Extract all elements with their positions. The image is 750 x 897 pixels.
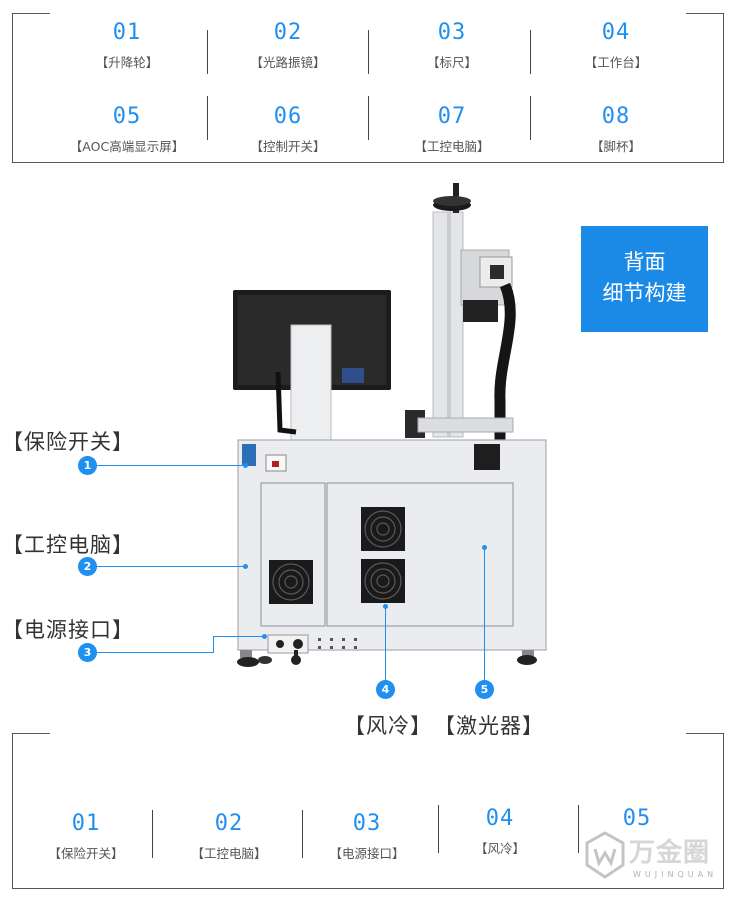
callout-pin — [243, 564, 248, 569]
callout-label-1: 【保险开关】 — [2, 430, 134, 454]
divider — [530, 30, 531, 74]
spec-number: 01 — [71, 811, 101, 836]
divider — [302, 810, 303, 858]
divider — [207, 30, 208, 74]
frame-top-left-tick — [12, 733, 50, 734]
bottom-item-05: 05 — [557, 806, 717, 838]
watermark-subtext: WUJINQUAN — [633, 870, 718, 879]
spec-label: 【脚杯】 — [590, 139, 641, 154]
spec-label: 【风冷】 — [474, 841, 525, 856]
callout-pin — [482, 545, 487, 550]
callout-leader-line — [484, 548, 485, 682]
spec-label: 【工控电脑】 — [191, 846, 267, 861]
bottom-item-03: 03 【电源接口】 — [287, 811, 447, 862]
divider — [438, 805, 439, 853]
spec-label: 【AOC高端显示屏】 — [69, 139, 185, 154]
spec-label: 【工控电脑】 — [414, 139, 490, 154]
divider — [578, 805, 579, 853]
callout-leader-line — [96, 566, 244, 567]
callout-label-2: 【工控电脑】 — [2, 533, 134, 557]
callout-label-4: 【风冷】 — [344, 714, 432, 738]
frame-bottom-border — [12, 162, 724, 163]
spec-item-01: 01 【升降轮】 — [47, 20, 207, 71]
watermark-emblem-icon — [585, 831, 625, 879]
callout-leader-line — [385, 607, 386, 682]
divider — [530, 96, 531, 140]
badge-line-1: 背面 — [623, 250, 666, 274]
callout-marker-1: 1 — [78, 456, 97, 475]
spec-number: 04 — [485, 806, 515, 831]
spec-item-03: 03 【标尺】 — [372, 20, 532, 71]
spec-label: 【标尺】 — [426, 55, 477, 70]
watermark-text: 万金圈 — [629, 838, 711, 868]
spec-label: 【电源接口】 — [329, 846, 405, 861]
spec-item-07: 07 【工控电脑】 — [372, 104, 532, 155]
spec-item-02: 02 【光路振镜】 — [208, 20, 368, 71]
spec-label: 【工作台】 — [584, 55, 648, 70]
callout-pin — [383, 604, 388, 609]
callout-marker-3: 3 — [78, 643, 97, 662]
callout-label-3: 【电源接口】 — [2, 618, 134, 642]
frame-right-border — [723, 13, 724, 163]
callout-pin — [262, 634, 267, 639]
frame-bottom-border — [12, 888, 724, 889]
spec-item-05: 05 【AOC高端显示屏】 — [47, 104, 207, 155]
spec-number: 03 — [352, 811, 382, 836]
spec-number: 01 — [112, 20, 142, 45]
divider — [368, 96, 369, 140]
callout-marker-5: 5 — [475, 680, 494, 699]
bottom-item-01: 01 【保险开关】 — [6, 811, 166, 862]
spec-number: 05 — [622, 806, 652, 831]
callout-leader-line — [96, 652, 214, 653]
spec-label: 【保险开关】 — [48, 846, 124, 861]
frame-top-left-tick — [12, 13, 50, 14]
badge-line-2: 细节构建 — [602, 281, 687, 305]
frame-top-right-tick — [686, 13, 724, 14]
spec-number: 08 — [601, 104, 631, 129]
spec-number: 06 — [273, 104, 303, 129]
top-spec-frame — [12, 13, 724, 163]
spec-number: 02 — [273, 20, 303, 45]
callout-marker-4: 4 — [376, 680, 395, 699]
divider — [152, 810, 153, 858]
spec-item-08: 08 【脚杯】 — [536, 104, 696, 155]
callout-marker-2: 2 — [78, 557, 97, 576]
spec-label: 【光路振镜】 — [250, 55, 326, 70]
bottom-item-04: 04 【风冷】 — [420, 806, 580, 857]
spec-item-04: 04 【工作台】 — [536, 20, 696, 71]
divider — [207, 96, 208, 140]
divider — [368, 30, 369, 74]
callout-label-5: 【激光器】 — [434, 714, 544, 738]
frame-left-border — [12, 13, 13, 163]
spec-item-06: 06 【控制开关】 — [208, 104, 368, 155]
spec-number: 05 — [112, 104, 142, 129]
watermark-logo: 万金圈 WUJINQUAN — [583, 827, 743, 887]
spec-number: 02 — [214, 811, 244, 836]
spec-label: 【升降轮】 — [95, 55, 159, 70]
frame-top-right-tick — [686, 733, 724, 734]
callout-leader-line — [213, 636, 214, 653]
frame-right-border — [723, 733, 724, 889]
bottom-spec-frame — [12, 733, 724, 889]
callout-leader-line — [213, 636, 263, 637]
spec-number: 04 — [601, 20, 631, 45]
spec-label: 【控制开关】 — [250, 139, 326, 154]
callout-leader-line — [96, 465, 244, 466]
spec-number: 07 — [437, 104, 467, 129]
bottom-item-02: 02 【工控电脑】 — [149, 811, 309, 862]
callout-pin — [243, 463, 248, 468]
spec-number: 03 — [437, 20, 467, 45]
frame-left-border — [12, 733, 13, 889]
back-detail-badge: 背面 细节构建 — [581, 226, 708, 332]
